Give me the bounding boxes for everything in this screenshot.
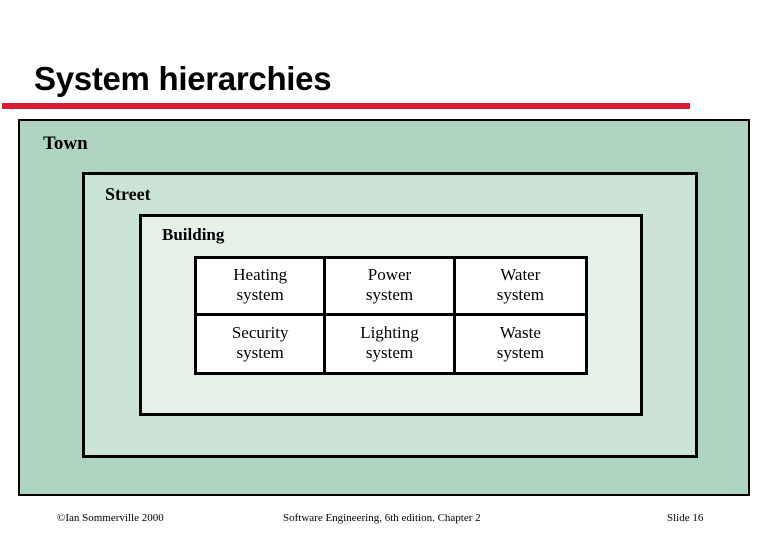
subsystem-suffix: system: [236, 343, 284, 363]
subsystem-name: Power: [367, 265, 412, 285]
subsystem-name: Heating: [233, 265, 288, 285]
subsystem-suffix: system: [496, 343, 544, 363]
diagram-label-building: Building: [162, 225, 225, 244]
subsystem-suffix: system: [496, 285, 544, 305]
footer-book-reference: Software Engineering, 6th edition. Chapt…: [283, 512, 481, 524]
subsystem-suffix: system: [236, 285, 284, 305]
subsystem-name: Water: [500, 265, 541, 285]
diagram-label-street: Street: [105, 184, 151, 204]
page-title: System hierarchies: [34, 60, 332, 97]
subsystem-name: Lighting: [360, 323, 419, 343]
footer-copyright: ©Ian Sommerville 2000: [57, 512, 164, 524]
title-underline-rule: [2, 103, 690, 109]
subsystem-suffix: system: [365, 343, 414, 363]
slide-footer: ©Ian Sommerville 2000 Software Engineeri…: [0, 512, 780, 532]
diagram-label-town: Town: [43, 133, 88, 154]
subsystem-name: Waste: [499, 323, 541, 343]
subsystem-suffix: system: [365, 285, 414, 305]
subsystem-name: Security: [231, 323, 289, 343]
footer-slide-number: Slide 16: [667, 512, 704, 524]
